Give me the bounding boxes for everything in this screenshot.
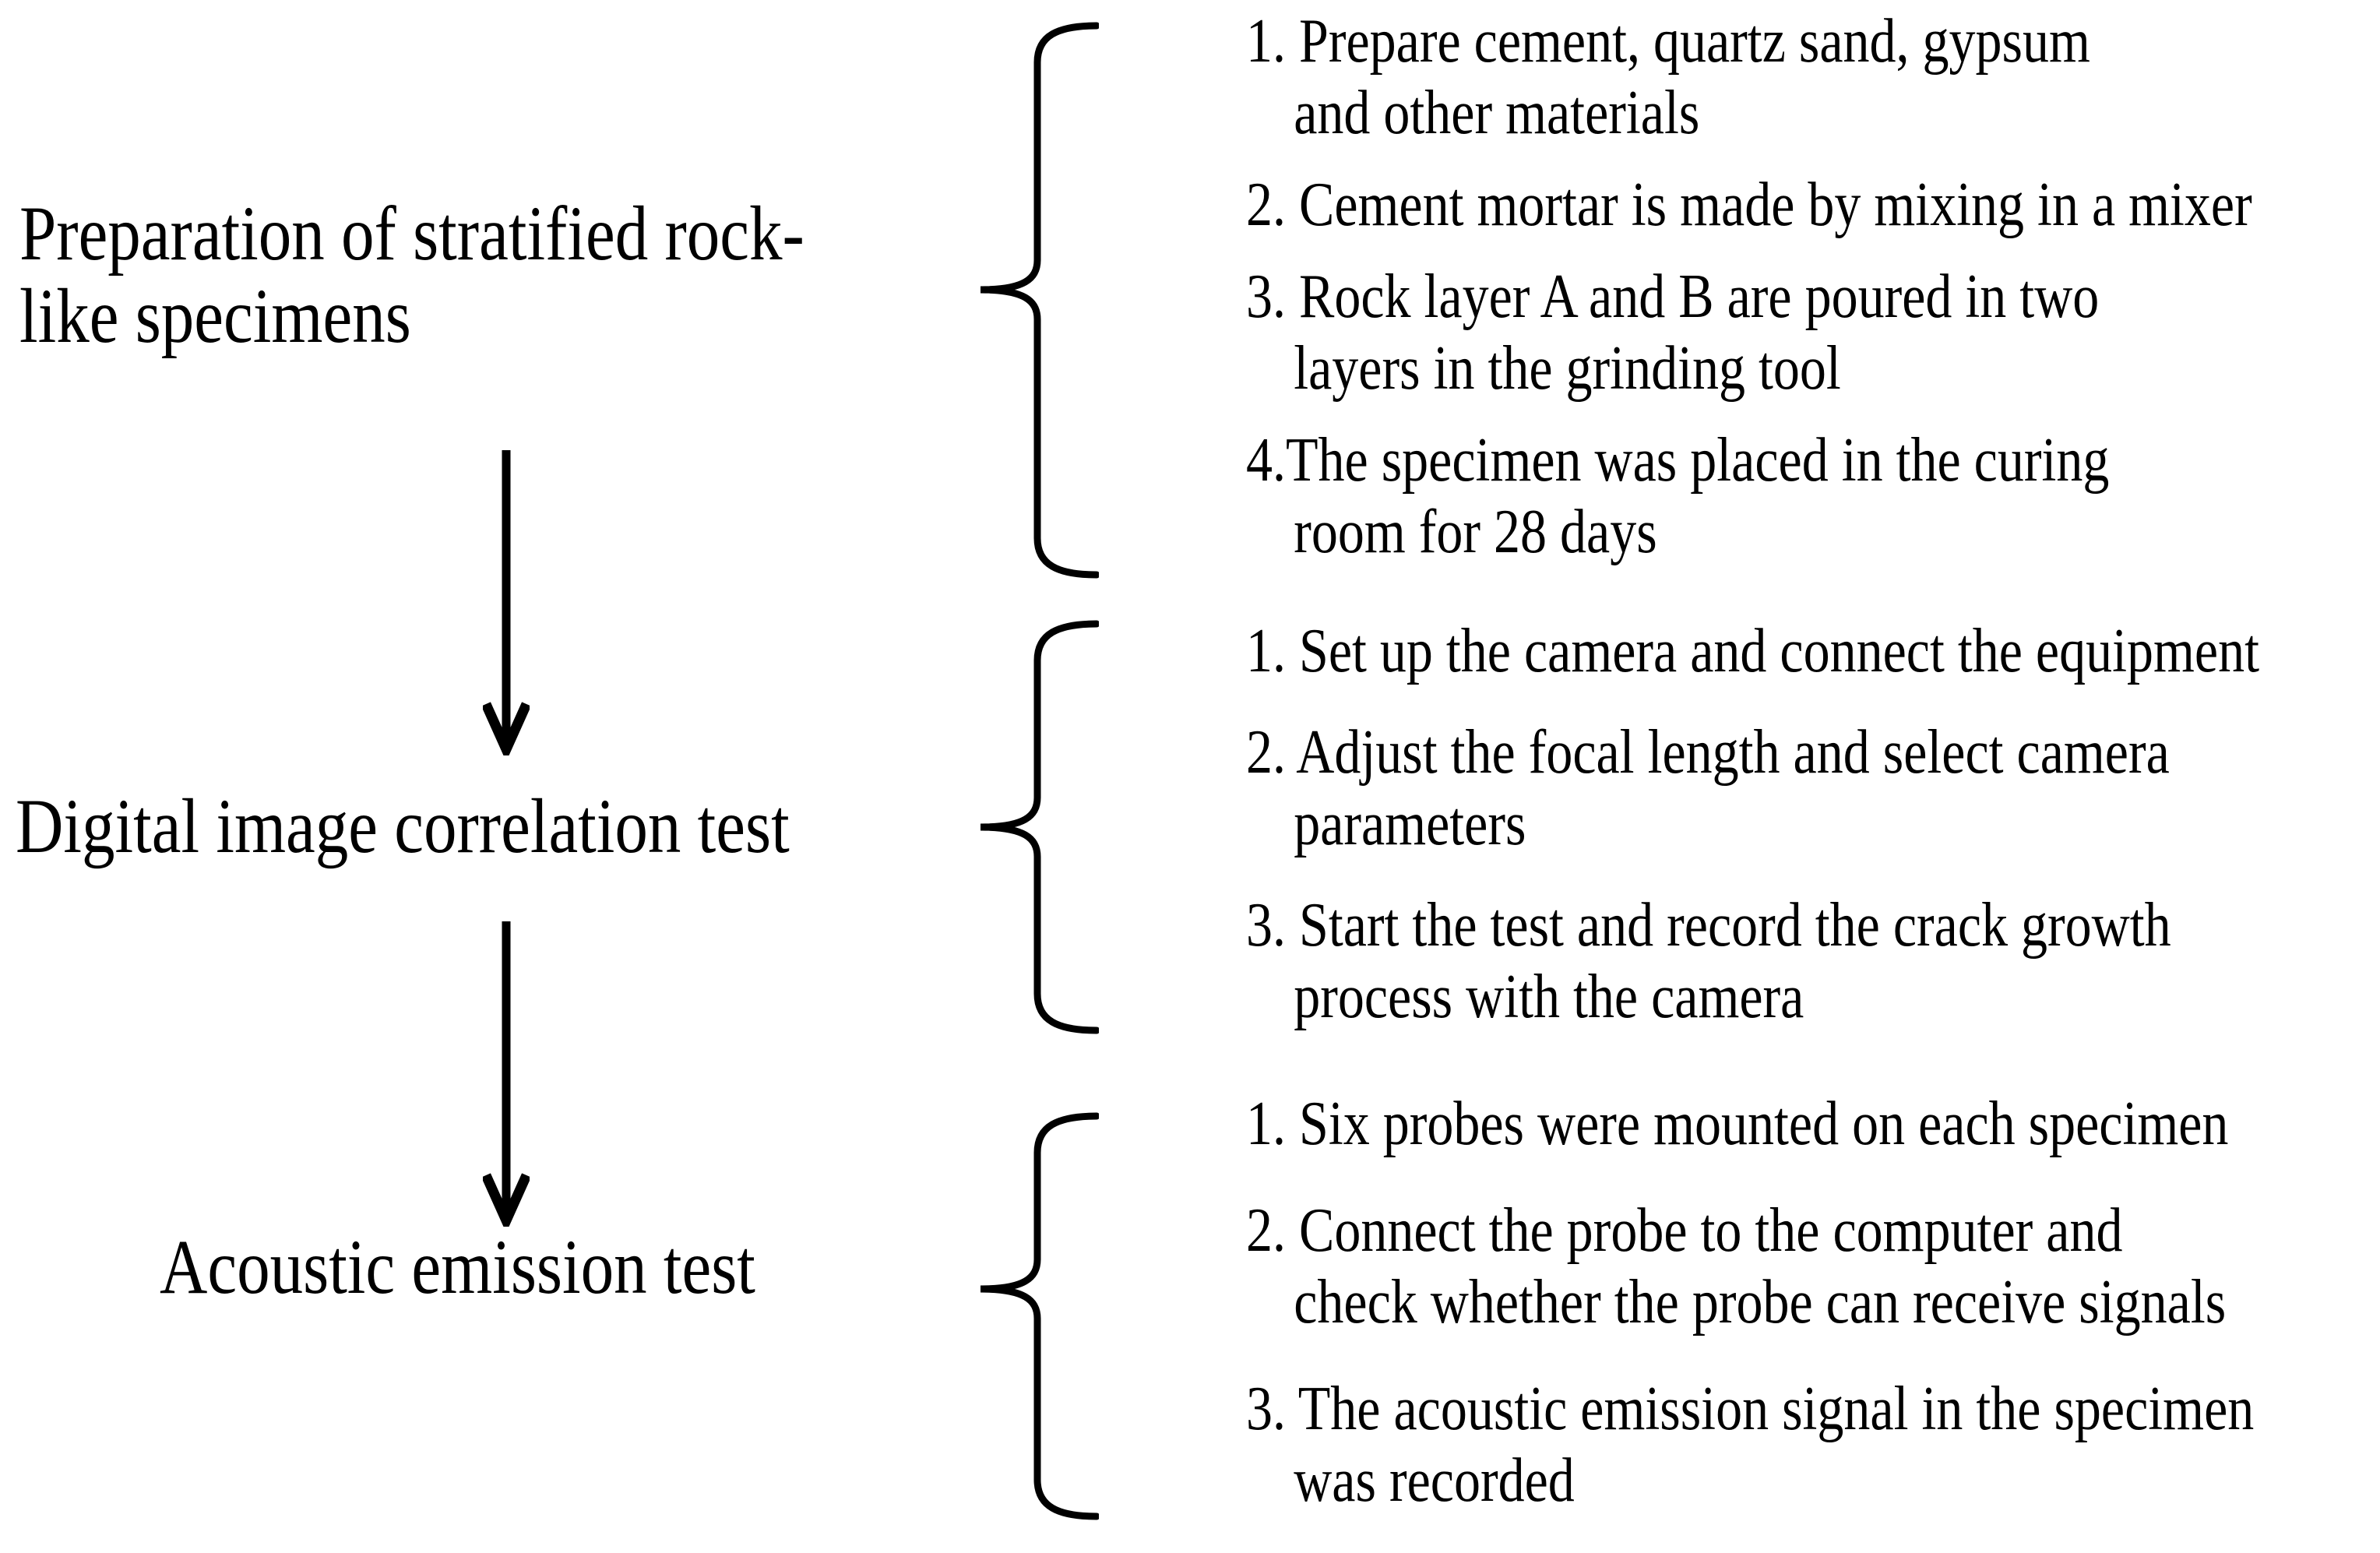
step-item: 1. Prepare cement, quartz sand, gypsum a…: [1246, 7, 2090, 147]
curly-brace-icon: [980, 22, 1099, 579]
stage-label-acoustic-emission-test: Acoustic emission test: [160, 1224, 755, 1310]
step-item: 2. Connect the probe to the computer and…: [1246, 1196, 2227, 1336]
curly-brace-icon: [980, 620, 1099, 1034]
steps-dic-test: 1. Set up the camera and connect the equ…: [1246, 615, 2380, 1062]
curly-brace-icon: [980, 1112, 1099, 1520]
step-item: 4.The specimen was placed in the curing …: [1246, 426, 2110, 566]
steps-specimen-preparation: 1. Prepare cement, quartz sand, gypsum a…: [1246, 5, 2380, 588]
step-item: 2. Cement mortar is made by mixing in a …: [1246, 171, 2252, 239]
step-item: 1. Set up the camera and connect the equ…: [1246, 617, 2259, 685]
steps-acoustic-emission-test: 1. Six probes were mounted on each speci…: [1246, 1088, 2380, 1551]
down-arrow-icon: [483, 921, 530, 1227]
step-item: 1. Six probes were mounted on each speci…: [1246, 1090, 2229, 1158]
down-arrow-icon: [483, 450, 530, 755]
stage-label-specimen-preparation: Preparation of stratified rock- like spe…: [19, 190, 804, 359]
stage-label-dic-test: Digital image correlation test: [16, 783, 790, 869]
step-item: 3. The acoustic emission signal in the s…: [1246, 1375, 2255, 1515]
step-item: 3. Rock layer A and B are poured in two …: [1246, 262, 2100, 403]
step-item: 2. Adjust the focal length and select ca…: [1246, 718, 2170, 858]
step-item: 3. Start the test and record the crack g…: [1246, 891, 2171, 1031]
